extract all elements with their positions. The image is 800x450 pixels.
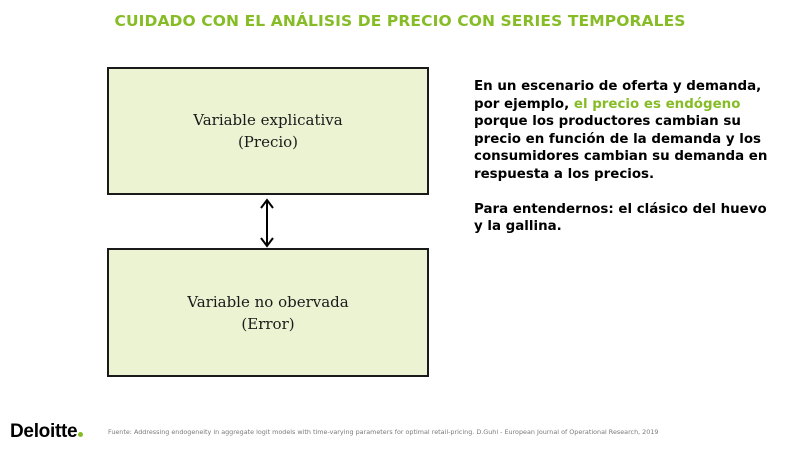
explanation-paragraph: En un escenario de oferta y demanda, por… [474, 78, 774, 184]
explanation-text: En un escenario de oferta y demanda, por… [474, 78, 774, 236]
explanation-text-start: En un escenario de oferta y demanda, por… [474, 79, 762, 112]
analogy-paragraph: Para entendernos: el clásico del huevo y… [474, 201, 767, 235]
logo-dot-icon [78, 432, 84, 437]
source-citation: Fuente: Addressing endogeneity in aggreg… [108, 428, 659, 436]
endogenous-highlight: el precio es endógeno [573, 96, 741, 112]
explanatory-variable-sublabel: (Precio) [237, 133, 299, 151]
unobserved-variable-box: Variable no obervada (Error) [107, 248, 429, 377]
unobserved-variable-label: Variable no obervada [187, 292, 349, 311]
deloitte-logo: Deloitte [10, 421, 84, 443]
unobserved-variable-sublabel: (Error) [241, 314, 295, 333]
explanation-text-end: porque los productores cambian su precio… [474, 114, 768, 182]
double-headed-arrow-icon [260, 198, 274, 248]
explanatory-variable-box: Variable explicativa (Precio) [107, 67, 429, 195]
explanatory-variable-label: Variable explicativa [193, 111, 343, 129]
logo-wordmark: Deloitte [10, 421, 78, 442]
slide-title: CUIDADO CON EL ANÁLISIS DE PRECIO CON SE… [114, 12, 686, 30]
